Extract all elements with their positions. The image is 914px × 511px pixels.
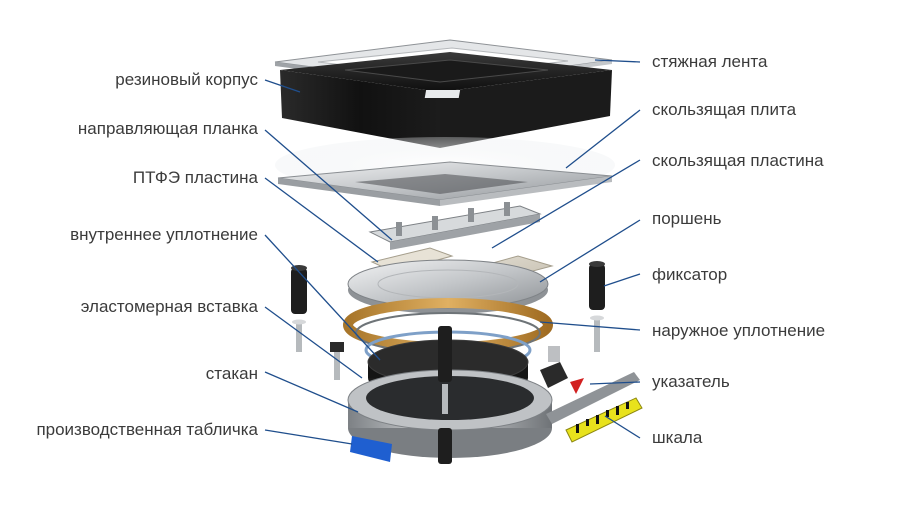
label-outer-seal: наружное уплотнение (652, 321, 826, 340)
manufacturer-plate (350, 436, 392, 462)
label-rubber-housing: резиновый корпус (115, 70, 258, 89)
label-sliding-plate: скользящая плита (652, 100, 797, 119)
label-manufacturer-plate: производственная табличка (36, 420, 258, 439)
label-tension-band: стяжная лента (652, 52, 768, 71)
pointer (540, 346, 584, 394)
label-elastomer-insert: эластомерная вставка (80, 297, 258, 316)
rubber-housing (280, 52, 612, 148)
leader-lines (264, 59, 641, 445)
label-ptfe-plate: ПТФЭ пластина (132, 168, 258, 187)
label-inner-seal: внутреннее уплотнение (70, 225, 258, 244)
bolt-side (330, 342, 344, 380)
bolt-front-left (438, 326, 452, 464)
label-guide-bar: направляющая планка (77, 119, 258, 138)
label-sliding-sheet: скользящая пластина (652, 151, 824, 170)
guide-bar (368, 202, 542, 250)
fixator-left (291, 265, 307, 352)
label-fixator: фиксатор (652, 265, 728, 284)
label-piston: поршень (652, 209, 722, 228)
label-scale: шкала (652, 428, 703, 447)
cup (347, 369, 553, 458)
label-pointer: указатель (652, 372, 730, 391)
fixator-right (589, 261, 605, 352)
label-cup: стакан (205, 364, 258, 383)
scale (546, 372, 643, 443)
